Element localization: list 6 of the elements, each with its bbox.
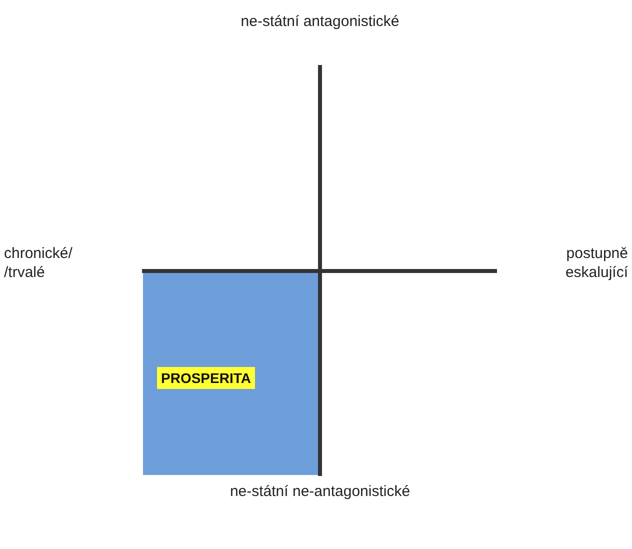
axis-label: ne-státní antagonistické [240,12,400,31]
axis-label: ne-státní ne-antagonistické [228,482,412,501]
axis-label: chronické/ /trvalé [4,244,74,282]
highlighted-label: PROSPERITA [157,367,255,389]
axis-label: postupně eskalující [564,244,628,282]
quadrant-area [143,271,320,475]
